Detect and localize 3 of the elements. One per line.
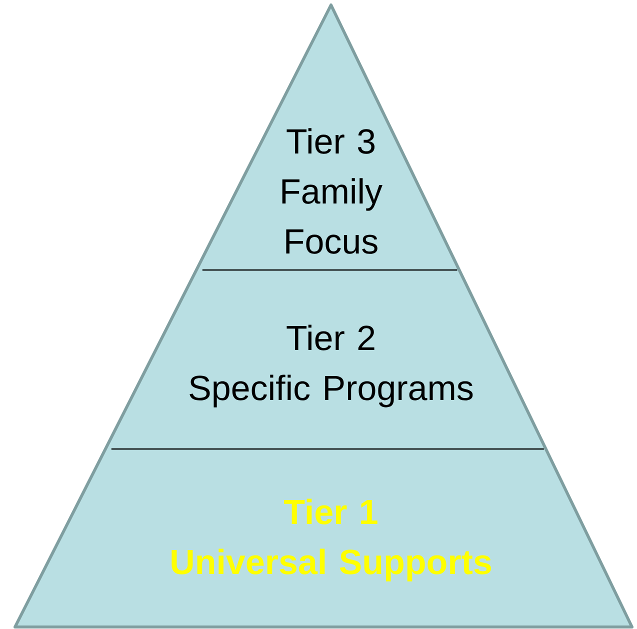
- pyramid-tier: Tier 2 Specific Programs: [105, 270, 546, 449]
- pyramid-tier: Tier 3 Family Focus: [196, 5, 460, 270]
- pyramid-tier: Tier 1 Universal Supports: [15, 449, 632, 627]
